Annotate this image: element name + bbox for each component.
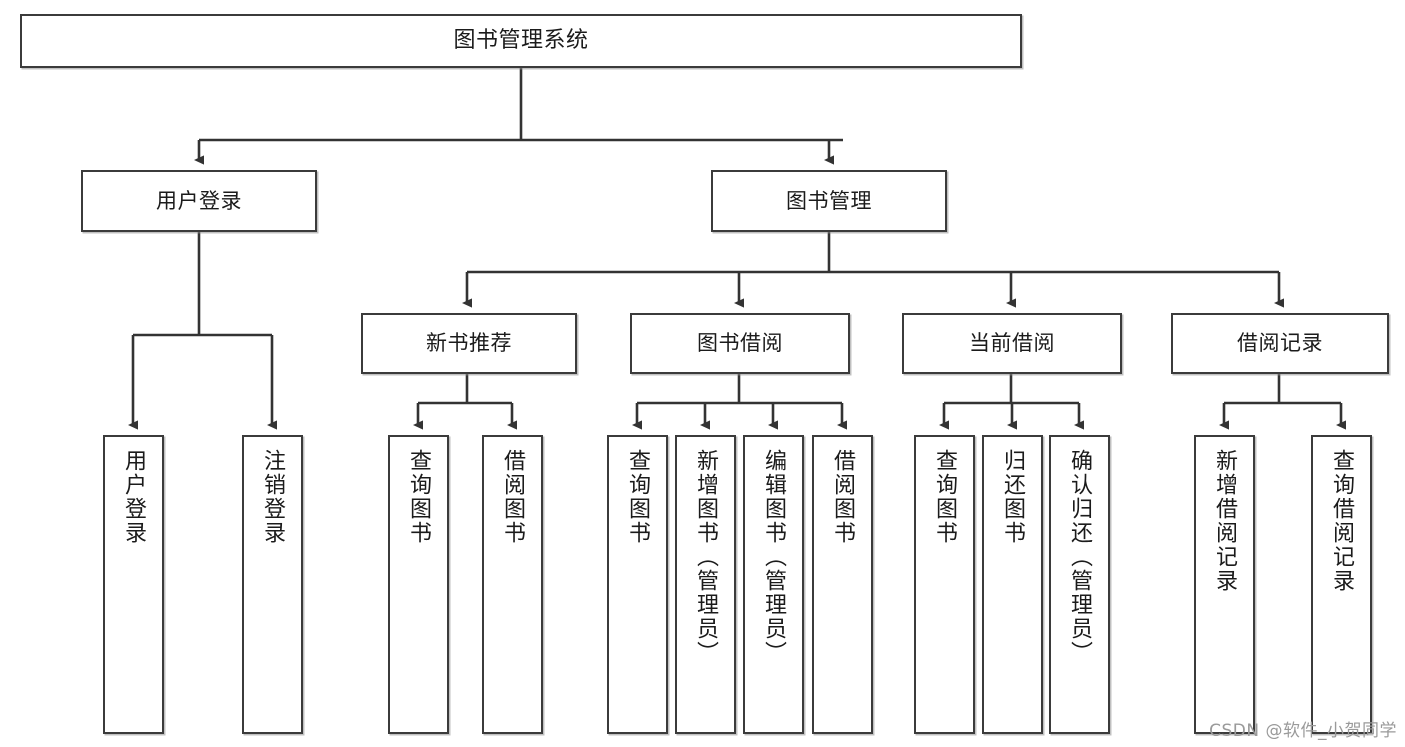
node-label: 图书管理系统 [453,28,589,54]
node-leaf-query-book-3[interactable]: 查询图书 [914,435,975,734]
node-user-login[interactable]: 用户登录 [81,170,317,232]
node-label: 归还图书 [1000,449,1026,545]
node-label: 用户登录 [121,449,147,545]
node-root-system[interactable]: 图书管理系统 [20,14,1022,68]
node-label: 新增图书（管理员） [693,449,719,665]
node-new-book-rec[interactable]: 新书推荐 [361,313,577,374]
node-label: 图书管理 [786,188,872,213]
node-label: 借阅图书 [500,449,526,545]
node-label: 查询借阅记录 [1329,449,1355,593]
node-label: 借阅图书 [830,449,856,545]
node-label: 查询图书 [932,449,958,545]
node-label: 查询图书 [625,449,651,545]
node-book-manage[interactable]: 图书管理 [711,170,947,232]
node-label: 借阅记录 [1237,331,1323,356]
node-label: 确认归还（管理员） [1067,449,1093,665]
node-label: 新增借阅记录 [1212,449,1238,593]
node-leaf-confirm-return[interactable]: 确认归还（管理员） [1049,435,1110,734]
node-label: 查询图书 [406,449,432,545]
node-label: 用户登录 [156,188,242,213]
node-leaf-edit-book[interactable]: 编辑图书（管理员） [743,435,804,734]
node-leaf-query-book-2[interactable]: 查询图书 [607,435,668,734]
node-label: 注销登录 [260,449,286,545]
node-label: 新书推荐 [426,331,512,356]
watermark: CSDN @软件_小贺同学 [1209,721,1397,741]
node-label: 图书借阅 [697,331,783,356]
node-book-borrow[interactable]: 图书借阅 [630,313,850,374]
node-leaf-query-book-1[interactable]: 查询图书 [388,435,449,734]
node-borrow-record[interactable]: 借阅记录 [1171,313,1389,374]
node-leaf-borrow-book-2[interactable]: 借阅图书 [812,435,873,734]
node-leaf-borrow-book-1[interactable]: 借阅图书 [482,435,543,734]
node-leaf-logout-login[interactable]: 注销登录 [242,435,303,734]
node-leaf-query-record[interactable]: 查询借阅记录 [1311,435,1372,734]
node-leaf-return-book[interactable]: 归还图书 [982,435,1043,734]
node-label: 编辑图书（管理员） [761,449,787,665]
node-leaf-add-record[interactable]: 新增借阅记录 [1194,435,1255,734]
node-leaf-user-login[interactable]: 用户登录 [103,435,164,734]
node-label: 当前借阅 [969,331,1055,356]
node-leaf-add-book[interactable]: 新增图书（管理员） [675,435,736,734]
node-current-borrow[interactable]: 当前借阅 [902,313,1122,374]
